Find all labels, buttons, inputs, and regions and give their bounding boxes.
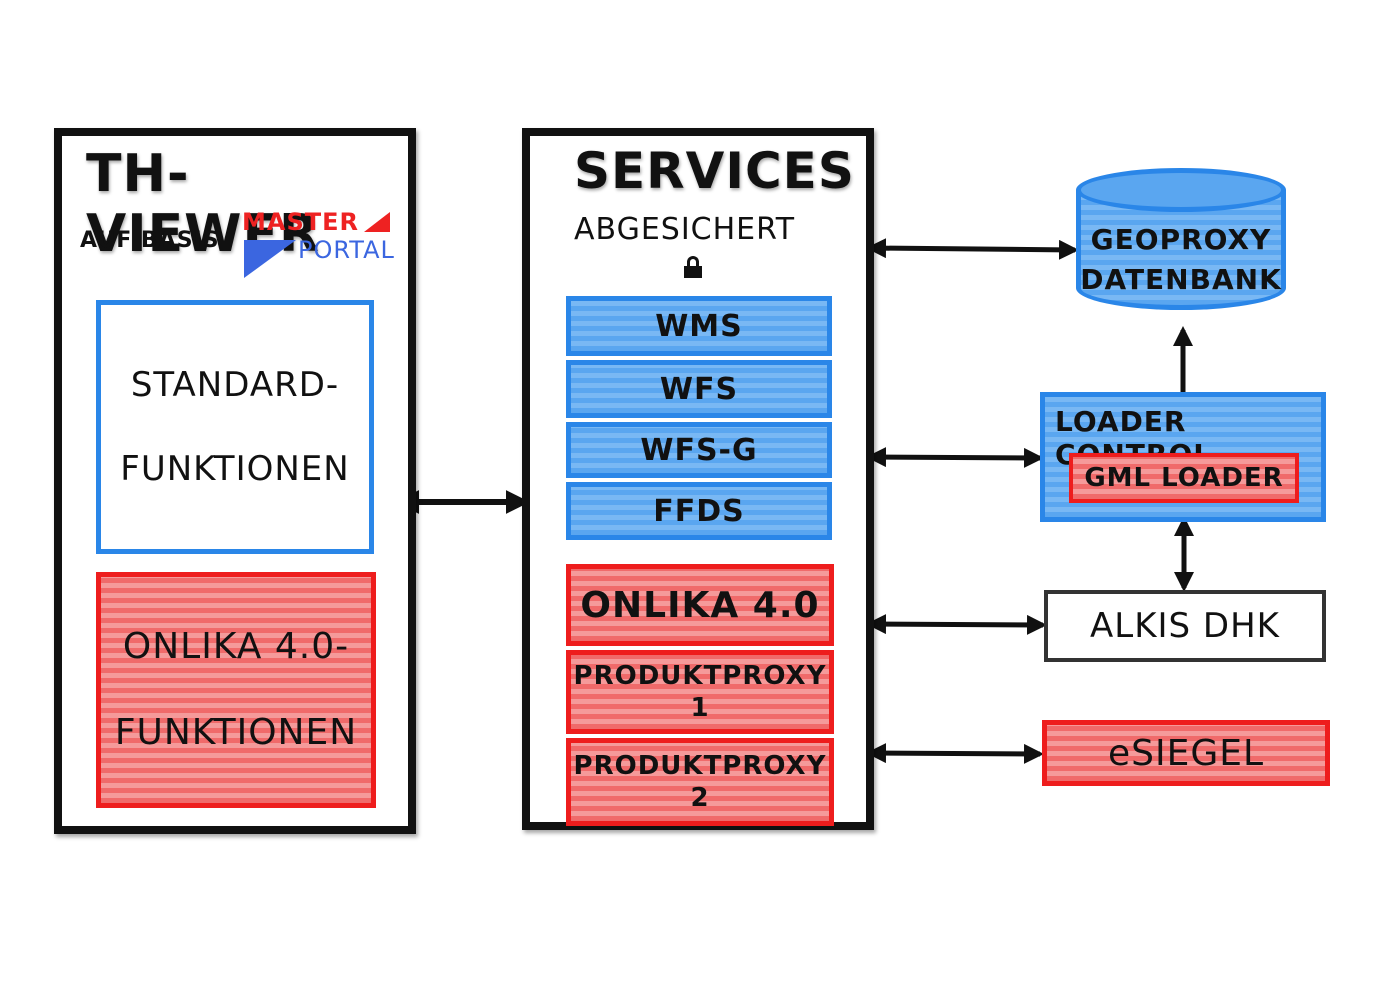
geoproxy-database: GEOPROXY DATENBANK — [1076, 168, 1286, 328]
service-ffds: FFDS — [566, 482, 832, 540]
lock-icon — [684, 256, 702, 278]
arrow-services-loader — [866, 447, 1044, 468]
services-subtitle: ABGESICHERT — [574, 212, 796, 247]
arrow-services-esiegel — [866, 743, 1044, 764]
esiegel-box: eSIEGEL — [1042, 720, 1330, 786]
arrow-services-database — [866, 238, 1079, 260]
gml-loader-box: GML LOADER — [1069, 453, 1299, 503]
arrow-services-alkis — [866, 614, 1047, 635]
standard-functions-box: STANDARD- FUNKTIONEN — [96, 300, 374, 554]
service-wms: WMS — [566, 296, 832, 356]
logo-master: MASTER — [242, 208, 359, 236]
alkis-dhk-box: ALKIS DHK — [1044, 590, 1326, 662]
logo-blue-triangle — [244, 240, 296, 278]
database-label: GEOPROXY DATENBANK — [1080, 223, 1282, 296]
viewer-subtitle: AUF BASIS — [80, 228, 220, 253]
services-title: SERVICES — [574, 142, 855, 200]
masterportal-logo: MASTER PORTAL — [240, 202, 400, 282]
service-wfs-g: WFS-G — [566, 422, 832, 478]
service-onlika: ONLIKA 4.0 — [566, 564, 834, 646]
loader-control-box: LOADER CONTROL GML LOADER — [1040, 392, 1326, 522]
logo-red-triangle — [364, 212, 390, 232]
service-produktproxy-1: PRODUKTPROXY 1 — [566, 650, 834, 734]
services-panel: SERVICES ABGESICHERT WMS WFS WFS-G FFDS … — [522, 128, 874, 830]
logo-portal: PORTAL — [298, 236, 395, 264]
service-wfs: WFS — [566, 360, 832, 418]
service-produktproxy-2: PRODUKTPROXY 2 — [566, 738, 834, 826]
database-top — [1076, 168, 1286, 212]
viewer-panel: Th- VIEWER AUF BASIS MASTER PORTAL STAND… — [54, 128, 416, 834]
database-body — [1076, 190, 1286, 310]
onlika-functions-box: ONLIKA 4.0- FUNKTIONEN — [96, 572, 376, 808]
